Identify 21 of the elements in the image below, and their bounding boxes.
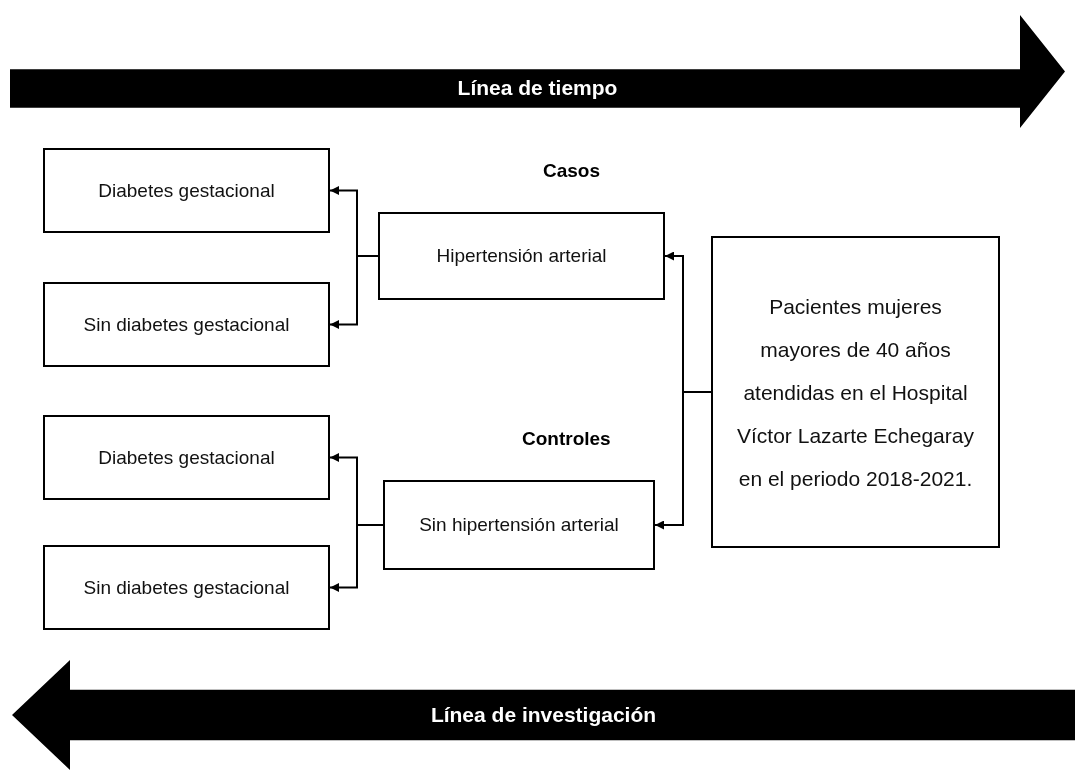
process-box (43, 148, 330, 233)
box-label: Diabetes gestacional (98, 446, 275, 469)
process-box (711, 236, 1000, 548)
box-label: Sin diabetes gestacional (83, 576, 290, 599)
process-box (378, 212, 665, 300)
process-box (383, 480, 655, 570)
box-label: Diabetes gestacional (98, 179, 275, 202)
process-box (43, 415, 330, 500)
box-label: Sin diabetes gestacional (83, 313, 290, 336)
group-heading: Controles (522, 428, 611, 450)
box-label: Línea de investigación (430, 703, 657, 727)
box-label: Sin hipertensión arterial (419, 514, 619, 536)
arrow (329, 524, 384, 592)
arrow (654, 391, 712, 530)
arrow (329, 255, 379, 329)
group-heading: Casos (543, 160, 601, 182)
box-label: Pacientes mujeres mayores de 40 años atendidas en el Hospital Víctor Lazarte Echegaray en el periodo 2018-2021. (736, 293, 975, 492)
process-box (43, 545, 330, 630)
process-box (43, 282, 330, 367)
box-label: Línea de tiempo (457, 76, 618, 101)
box-label: Hipertensión arterial (436, 245, 607, 267)
